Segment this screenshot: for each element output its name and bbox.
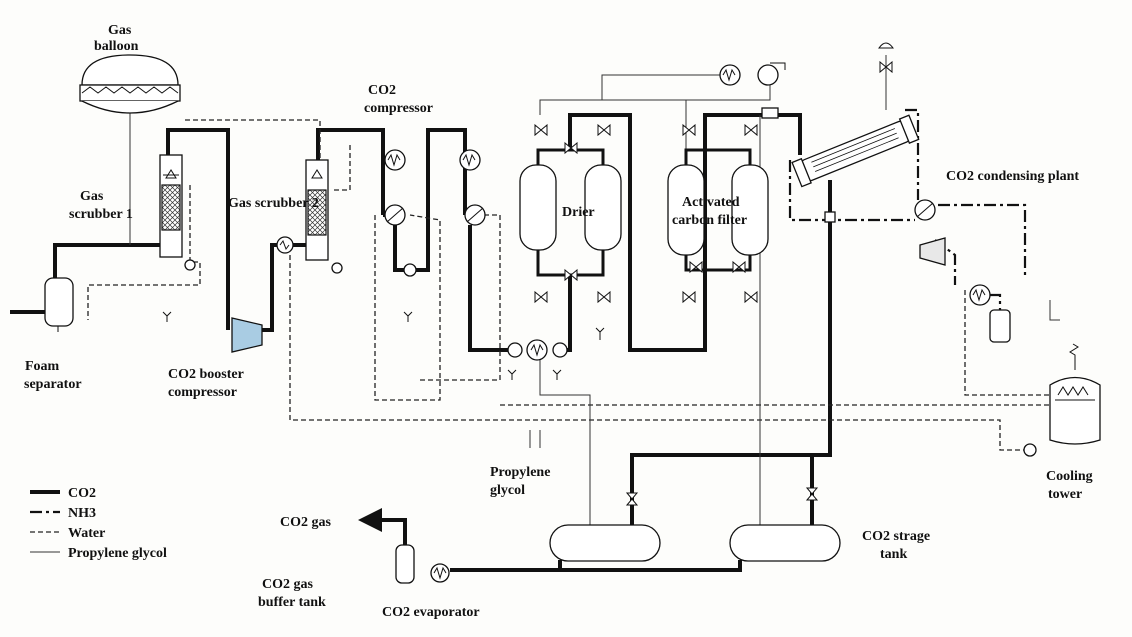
gas-scrubber-2 xyxy=(276,159,343,274)
foam-separator-label-2: separator xyxy=(24,377,82,392)
legend-label-water: Water xyxy=(68,526,105,541)
co2-booster-label-1: CO2 booster xyxy=(168,367,244,382)
inline-filter xyxy=(761,107,779,119)
gas-scrubber-2-label: Gas scrubber 2 xyxy=(228,196,319,211)
co2-condensing-plant-label: CO2 condensing plant xyxy=(946,169,1079,184)
co2-booster-compressor xyxy=(231,317,263,353)
legend-label-co2: CO2 xyxy=(68,486,96,501)
co2-condenser xyxy=(791,114,920,188)
gas-balloon-label-1: Gas xyxy=(108,23,132,38)
inline-sensor xyxy=(824,211,836,223)
co2-storage-tank-label-2: tank xyxy=(880,547,907,562)
legend-label-glycol: Propylene glycol xyxy=(68,546,167,561)
nh3-condensing-equipment xyxy=(914,199,1011,343)
drain-marks xyxy=(162,311,605,380)
glycol-pipes xyxy=(129,55,1060,540)
gas-balloon xyxy=(79,54,181,114)
foam-separator-label-1: Foam xyxy=(25,359,60,374)
control-valve xyxy=(878,42,894,49)
co2-evaporator-label: CO2 evaporator xyxy=(382,605,480,620)
gas-scrubber-1-label-2: scrubber 1 xyxy=(69,207,133,222)
drier-vessels xyxy=(519,148,622,277)
legend-label-nh3: NH3 xyxy=(68,506,96,521)
co2-gas-buffer-tank xyxy=(395,544,415,584)
co2-storage-tanks xyxy=(549,524,841,562)
glycol-heat-exchanger xyxy=(507,339,568,361)
activated-carbon-filter xyxy=(667,148,769,272)
foam-separator xyxy=(44,277,74,332)
co2-storage-tank-label-1: CO2 strage xyxy=(862,529,930,544)
labels: Gas balloon Gas scrubber 1 Gas scrubber … xyxy=(24,23,1093,620)
co2-evaporator-unit xyxy=(430,563,450,583)
co2-compressor xyxy=(384,149,486,277)
activated-carbon-label-2: carbon filter xyxy=(672,213,747,228)
co2-gas-buffer-label-2: buffer tank xyxy=(258,595,326,610)
gas-balloon-label-2: balloon xyxy=(94,39,139,54)
drier-label: Drier xyxy=(562,205,595,220)
blower xyxy=(719,62,786,86)
propylene-glycol-label-2: glycol xyxy=(490,483,525,498)
legend: CO2 NH3 Water Propylene glycol xyxy=(30,486,167,561)
cooling-tower xyxy=(1023,343,1101,457)
co2-pipes xyxy=(10,113,832,572)
co2-compressor-label-1: CO2 xyxy=(368,83,396,98)
cooling-tower-label-2: tower xyxy=(1048,487,1082,502)
co2-compressor-label-2: compressor xyxy=(364,101,433,116)
water-pipes xyxy=(87,119,1070,451)
valves xyxy=(534,60,893,506)
co2-gas-label: CO2 gas xyxy=(280,515,332,530)
co2-booster-label-2: compressor xyxy=(168,385,237,400)
cooling-tower-label-1: Cooling xyxy=(1046,469,1093,484)
co2-gas-buffer-label-1: CO2 gas xyxy=(262,577,314,592)
gas-scrubber-1-label-1: Gas xyxy=(80,189,104,204)
propylene-glycol-label-1: Propylene xyxy=(490,465,550,480)
gas-scrubber-1 xyxy=(159,154,196,271)
activated-carbon-label-1: Activated xyxy=(682,195,740,210)
